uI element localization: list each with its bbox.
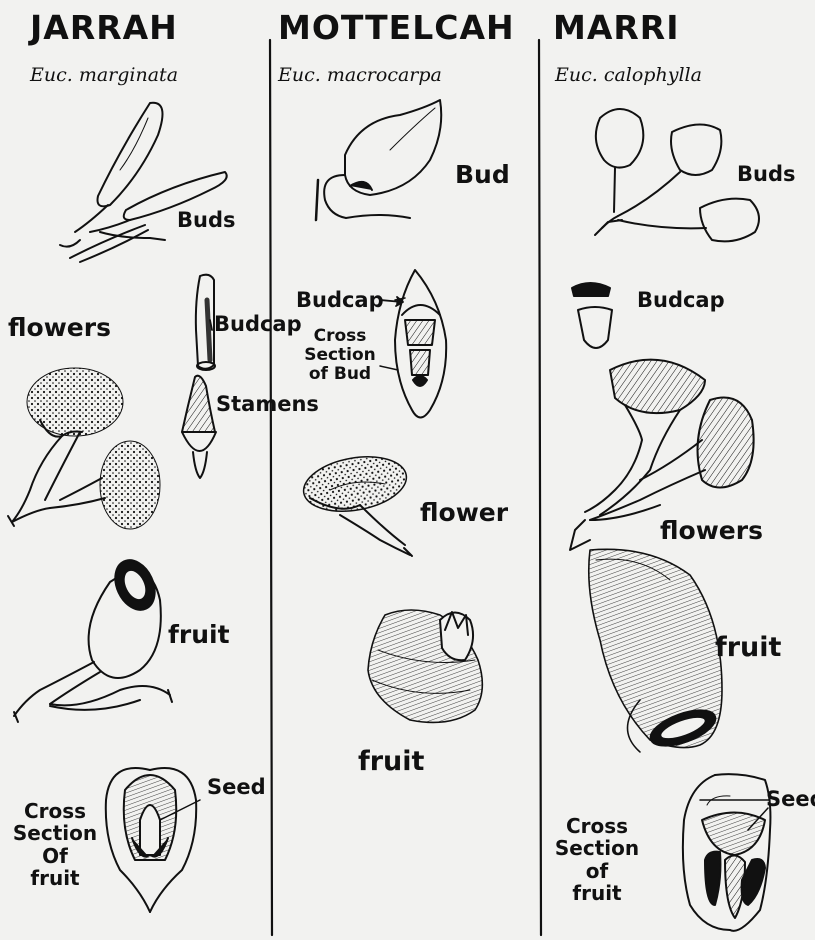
jarrah-stamens-drawing (182, 376, 216, 478)
marri-fruit-label: fruit (715, 632, 781, 663)
jarrah-budcap-label: Budcap (214, 312, 302, 336)
cross-section-line: Cross (300, 327, 380, 346)
mottelcah-bud-drawing (316, 100, 441, 220)
jarrah-title: JARRAH (30, 8, 178, 47)
jarrah-flowers-drawing (8, 368, 160, 529)
marri-budcap-drawing (572, 283, 612, 348)
mottelcah-cross-section-label: Cross Section of Bud (300, 327, 380, 384)
cross-section-line: Section (552, 837, 642, 859)
jarrah-fruit-drawing (14, 554, 172, 722)
marri-budcap-label: Budcap (637, 288, 725, 312)
jarrah-fruit-section-drawing (106, 768, 200, 912)
mottelcah-species: Euc. macrocarpa (278, 64, 442, 86)
marri-buds-label: Buds (737, 162, 796, 186)
jarrah-flowers-label: flowers (8, 313, 111, 342)
mottelcah-flower-drawing (299, 449, 412, 556)
marri-cross-section-label: Cross Section of fruit (552, 815, 642, 905)
jarrah-seed-label: Seed (207, 775, 266, 799)
cross-section-line: Cross (10, 800, 100, 822)
jarrah-buds-drawing (60, 103, 227, 262)
jarrah-stamens-label: Stamens (216, 392, 319, 416)
cross-section-line: of (552, 860, 642, 882)
marri-title: MARRI (553, 8, 679, 47)
marri-seed-label: Seed (766, 787, 815, 811)
mottelcah-flower-label: flower (420, 498, 508, 527)
jarrah-fruit-label: fruit (168, 620, 230, 649)
marri-species: Euc. calophylla (555, 64, 702, 86)
cross-section-line: Section (300, 346, 380, 365)
mottelcah-bud-label: Bud (455, 160, 510, 189)
mottelcah-fruit-drawing (368, 610, 482, 722)
mottelcah-title: MOTTELCAH (278, 8, 515, 47)
marri-fruit-section-drawing (683, 774, 771, 931)
mottelcah-budcap-label: Budcap (296, 288, 384, 312)
cross-section-line: Section (10, 822, 100, 844)
jarrah-budcap-drawing (196, 275, 215, 370)
jarrah-buds-label: Buds (177, 208, 236, 232)
marri-flowers-label: flowers (660, 516, 763, 545)
mottelcah-fruit-label: fruit (358, 746, 424, 777)
cross-section-line: Of (10, 845, 100, 867)
cross-section-line: Cross (552, 815, 642, 837)
mottelcah-bud-section-drawing (380, 270, 446, 418)
cross-section-line: fruit (552, 882, 642, 904)
jarrah-species: Euc. marginata (30, 64, 178, 86)
cross-section-line: fruit (10, 867, 100, 889)
marri-buds-drawing (595, 109, 759, 241)
marri-fruit-drawing (589, 549, 722, 752)
cross-section-line: of Bud (300, 365, 380, 384)
jarrah-cross-section-label: Cross Section Of fruit (10, 800, 100, 890)
